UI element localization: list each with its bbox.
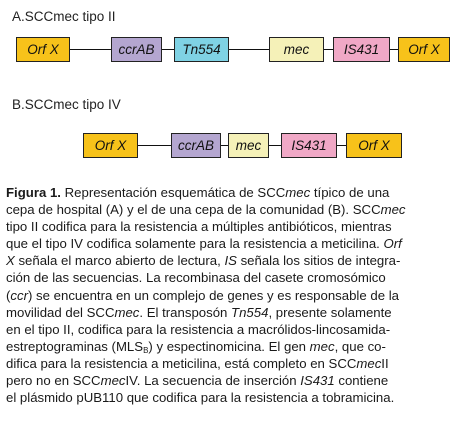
figure-caption: Figura 1. Representación esquemática de … bbox=[6, 184, 452, 406]
caption-segment: cepa de hospital (A) y el de una cepa de… bbox=[6, 202, 381, 218]
panel-b-gene-is431: IS431 bbox=[281, 133, 337, 158]
caption-segment: ) y espectinomicina. El gen bbox=[148, 338, 310, 354]
caption-segment: Orf bbox=[383, 236, 402, 252]
panel-a-gene-mec: mec bbox=[269, 37, 324, 62]
caption-segment: . El transposón bbox=[139, 304, 232, 320]
caption-segment: Representación esquemática de SCC bbox=[60, 185, 286, 200]
caption-segment: ción de las secuencias. La recombinasa d… bbox=[6, 270, 386, 286]
caption-segment: pero no en SCC bbox=[6, 373, 101, 389]
caption-line: Figura 1. Representación esquemática de … bbox=[6, 184, 452, 201]
caption-segment: X bbox=[6, 253, 15, 269]
caption-segment: que el tipo IV codifica solamente para l… bbox=[6, 236, 384, 252]
caption-segment: IS bbox=[224, 253, 237, 269]
caption-line: movilidad del SCCmec. El transposón Tn55… bbox=[6, 304, 452, 321]
caption-segment: mec bbox=[100, 373, 126, 389]
panel-a-gene-orfx-left: Orf X bbox=[16, 37, 70, 62]
caption-segment: ) se encuentra en un complejo de genes y… bbox=[28, 287, 399, 303]
panel-b-gene-orfx-left: Orf X bbox=[83, 133, 138, 158]
panel-b-title: B.SCCmec tipo IV bbox=[12, 97, 121, 112]
caption-line: estreptograminas (MLSB) y espectinomicin… bbox=[6, 338, 452, 355]
caption-segment: señala el marco abierto de lectura, bbox=[14, 253, 225, 269]
caption-line: el plásmido pUB110 que codifica para la … bbox=[6, 389, 452, 406]
panel-b-gene-mec: mec bbox=[228, 133, 269, 158]
caption-line: pero no en SCCmecIV. La secuencia de ins… bbox=[6, 372, 452, 389]
panel-b-gene-ccrab: ccrAB bbox=[171, 133, 221, 158]
caption-segment: en el tipo II, codifica para la resisten… bbox=[6, 321, 391, 337]
panel-a-title: A.SCCmec tipo II bbox=[12, 9, 116, 24]
caption-segment: mec bbox=[380, 202, 406, 218]
panel-b-gene-orfx-right: Orf X bbox=[346, 133, 402, 158]
caption-segment: contiene bbox=[334, 373, 389, 389]
caption-paragraph: Figura 1. Representación esquemática de … bbox=[6, 184, 452, 406]
caption-segment: II bbox=[381, 355, 389, 371]
panel-a-gene-tn554: Tn554 bbox=[174, 37, 229, 62]
caption-segment: , que co- bbox=[334, 338, 386, 354]
caption-segment: mec bbox=[114, 304, 140, 320]
caption-segment: ccr bbox=[10, 287, 28, 303]
caption-segment: B bbox=[143, 345, 149, 355]
caption-segment: IS431 bbox=[300, 373, 335, 389]
caption-line: en el tipo II, codifica para la resisten… bbox=[6, 321, 452, 338]
caption-line: cepa de hospital (A) y el de una cepa de… bbox=[6, 201, 452, 218]
caption-segment: movilidad del SCC bbox=[6, 304, 115, 320]
caption-line: que el tipo IV codifica solamente para l… bbox=[6, 235, 452, 252]
caption-segment: típico de una bbox=[310, 185, 390, 200]
caption-line: X señala el marco abierto de lectura, IS… bbox=[6, 252, 452, 269]
panel-a-gene-ccrab: ccrAB bbox=[111, 37, 162, 62]
panel-a-gene-is431: IS431 bbox=[333, 37, 390, 62]
caption-segment: , presente solamente bbox=[268, 304, 392, 320]
caption-segment: el plásmido pUB110 que codifica para la … bbox=[6, 390, 395, 406]
caption-segment: difica para la resistencia a meticilina,… bbox=[6, 355, 357, 371]
caption-segment: Tn554 bbox=[231, 304, 269, 320]
caption-line: ción de las secuencias. La recombinasa d… bbox=[6, 269, 452, 286]
caption-segment: mec bbox=[285, 185, 311, 200]
caption-line: difica para la resistencia a meticilina,… bbox=[6, 355, 452, 372]
panel-a-gene-orfx-right: Orf X bbox=[398, 37, 450, 62]
caption-segment: tipo II codifica para la resistencia a m… bbox=[6, 219, 392, 235]
caption-segment: IV. La secuencia de inserción bbox=[125, 373, 301, 389]
caption-line: tipo II codifica para la resistencia a m… bbox=[6, 218, 452, 235]
caption-segment: estreptograminas (MLS bbox=[6, 338, 144, 354]
caption-segment: mec bbox=[356, 355, 382, 371]
caption-line: (ccr) se encuentra en un complejo de gen… bbox=[6, 287, 452, 304]
caption-segment: Figura 1. bbox=[6, 185, 61, 200]
caption-segment: ( bbox=[6, 287, 11, 303]
caption-segment: mec bbox=[309, 338, 335, 354]
caption-segment: señala los sitios de integra- bbox=[236, 253, 401, 269]
